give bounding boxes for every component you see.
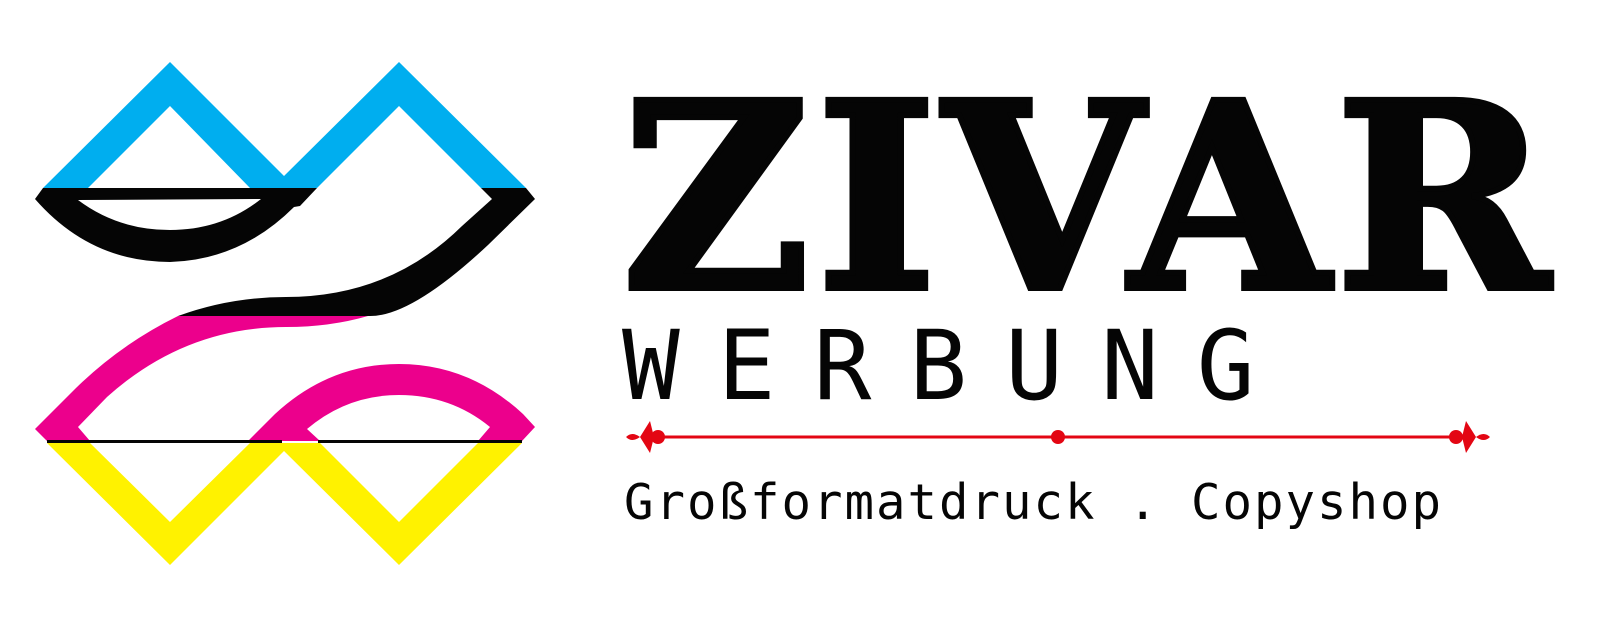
black-s-curve bbox=[178, 188, 535, 317]
red-divider-line-icon bbox=[626, 421, 1490, 453]
black-divider-left bbox=[47, 440, 282, 443]
black-divider-right bbox=[318, 440, 522, 443]
brand-title: ZIVAR bbox=[619, 46, 1556, 349]
wordmark: ZIVAR WERBUNG Großformatdruck . Copyshop bbox=[600, 46, 1560, 560]
yellow-valley-shape bbox=[47, 443, 522, 565]
cyan-mountain-shape bbox=[43, 62, 526, 188]
black-ribbon-band bbox=[35, 188, 317, 262]
cmyk-ribbon-logo-icon bbox=[35, 62, 535, 565]
magenta-s-curve bbox=[35, 316, 368, 441]
brand-tagline: Großformatdruck . Copyshop bbox=[624, 474, 1444, 531]
brand-subtitle: WERBUNG bbox=[622, 310, 1293, 422]
magenta-arch bbox=[248, 364, 535, 441]
